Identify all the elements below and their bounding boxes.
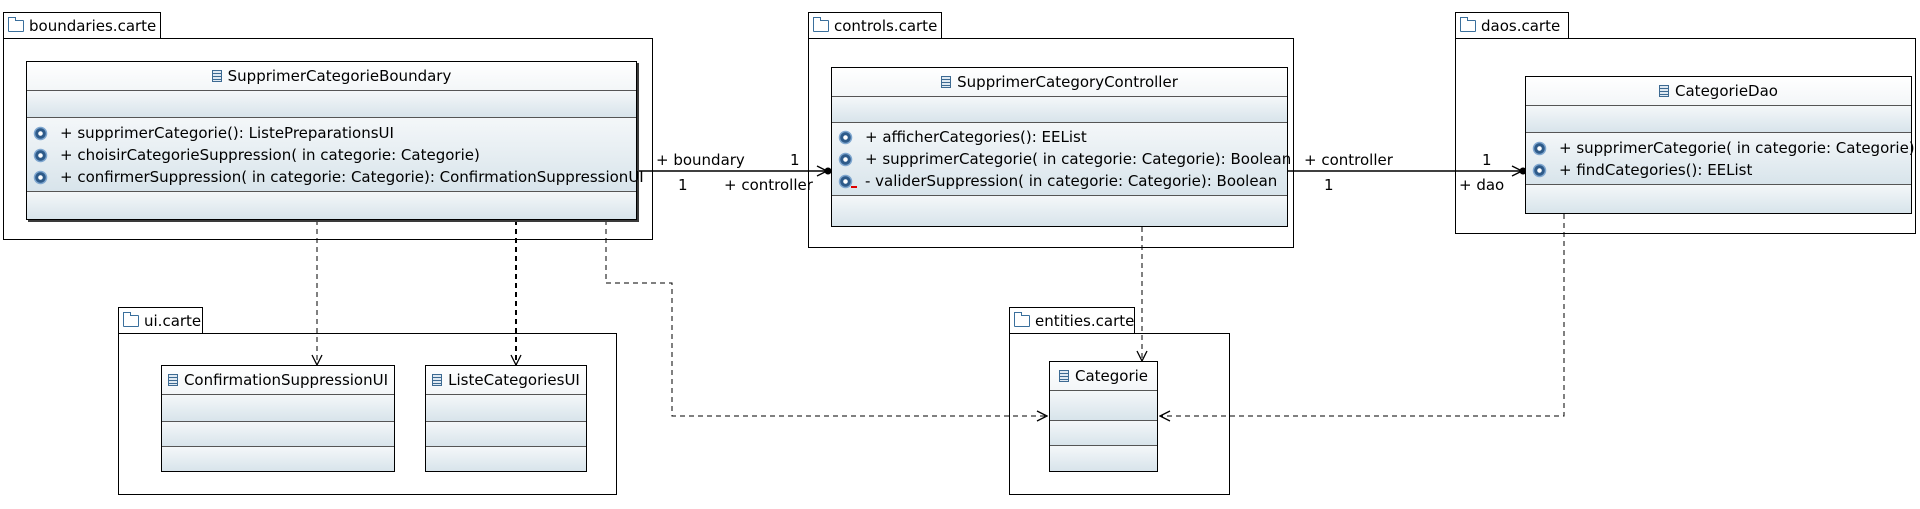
- package-tab-entities[interactable]: entities.carte: [1009, 307, 1135, 334]
- class-header: SupprimerCategoryController: [832, 68, 1287, 97]
- package-folder-icon: [1014, 312, 1030, 327]
- class-header: Categorie: [1050, 362, 1157, 391]
- operation[interactable]: + choisirCategorieSuppression( in catego…: [27, 144, 636, 166]
- public-operation-icon: [33, 147, 48, 163]
- operation[interactable]: + supprimerCategorie( in categorie: Cate…: [1526, 137, 1915, 159]
- package-tab-ui[interactable]: ui.carte: [118, 307, 203, 334]
- extra-compartment: [1050, 446, 1157, 471]
- operation[interactable]: + findCategories(): EEList: [1526, 159, 1911, 181]
- package-folder-icon: [8, 17, 24, 32]
- class-name: Categorie: [1074, 367, 1149, 385]
- operation[interactable]: + confirmerSuppression( in categorie: Ca…: [27, 166, 644, 188]
- operations-compartment: [426, 422, 586, 447]
- operations-compartment: + afficherCategories(): EEList + supprim…: [832, 123, 1291, 196]
- class-icon: [432, 374, 443, 386]
- extra-compartment: [27, 192, 636, 219]
- extra-compartment: [1526, 185, 1911, 213]
- package-folder-icon: [123, 312, 139, 327]
- operations-compartment: [162, 422, 394, 447]
- operation-signature: + afficherCategories(): EEList: [865, 128, 1087, 146]
- association-multiplicity-dao: 1: [1482, 151, 1492, 169]
- public-operation-icon: [33, 125, 48, 141]
- operation-signature: + choisirCategorieSuppression( in catego…: [60, 146, 480, 164]
- operations-compartment: + supprimerCategorie( in categorie: Cate…: [1526, 133, 1915, 185]
- class-confirmation-suppression-ui[interactable]: ConfirmationSuppressionUI: [161, 365, 395, 472]
- class-icon: [211, 70, 222, 82]
- package-tab-daos[interactable]: daos.carte: [1455, 12, 1569, 39]
- attributes-compartment: [832, 97, 1287, 123]
- class-supprimer-category-controller[interactable]: SupprimerCategoryController + afficherCa…: [831, 67, 1291, 227]
- operation-signature: + supprimerCategorie( in categorie: Cate…: [1559, 139, 1915, 157]
- association-role-controller: + controller: [724, 176, 813, 194]
- operation[interactable]: + supprimerCategorie( in categorie: Cate…: [832, 148, 1291, 170]
- operations-compartment: + supprimerCategorie(): ListePreparation…: [27, 118, 644, 192]
- package-tab-controls[interactable]: controls.carte: [808, 12, 942, 39]
- association-end-dot: [1519, 167, 1527, 175]
- association-role-dao: + dao: [1459, 176, 1505, 194]
- class-name: SupprimerCategoryController: [957, 73, 1178, 91]
- package-label-daos: daos.carte: [1481, 17, 1561, 35]
- class-name: CategorieDao: [1675, 82, 1778, 100]
- private-operation-icon: [838, 173, 857, 189]
- package-label-entities: entities.carte: [1035, 312, 1135, 330]
- operation-signature: + findCategories(): EEList: [1559, 161, 1753, 179]
- public-operation-icon: [1532, 140, 1547, 156]
- dependency-dao-categorie[interactable]: [1160, 214, 1565, 416]
- attributes-compartment: [426, 395, 586, 422]
- package-folder-icon: [813, 17, 829, 32]
- class-header: ConfirmationSuppressionUI: [162, 366, 394, 395]
- class-header: ListeCategoriesUI: [426, 366, 586, 395]
- association-multiplicity-controller: 1: [790, 151, 800, 169]
- operation-signature: + confirmerSuppression( in categorie: Ca…: [60, 168, 644, 186]
- operations-compartment: [1050, 421, 1157, 446]
- operation-signature: + supprimerCategorie(): ListePreparation…: [60, 124, 394, 142]
- class-icon: [1659, 85, 1670, 97]
- association-role-controller-2: + controller: [1304, 151, 1393, 169]
- package-folder-icon: [1460, 17, 1476, 32]
- extra-compartment: [832, 196, 1287, 226]
- class-icon: [1058, 370, 1069, 382]
- class-icon: [941, 76, 952, 88]
- operation[interactable]: + afficherCategories(): EEList: [832, 126, 1287, 148]
- class-icon: [167, 374, 178, 386]
- package-tab-boundaries[interactable]: boundaries.carte: [3, 12, 161, 39]
- class-categorie-dao[interactable]: CategorieDao + supprimerCategorie( in ca…: [1525, 76, 1915, 214]
- attributes-compartment: [27, 91, 636, 118]
- extra-compartment: [426, 447, 586, 471]
- public-operation-icon: [838, 129, 853, 145]
- dependency-boundary-categorie[interactable]: [605, 220, 1047, 416]
- class-liste-categories-ui[interactable]: ListeCategoriesUI: [425, 365, 587, 472]
- package-label-controls: controls.carte: [834, 17, 938, 35]
- class-header: SupprimerCategorieBoundary: [27, 62, 636, 91]
- class-name: SupprimerCategorieBoundary: [227, 67, 452, 85]
- class-name: ConfirmationSuppressionUI: [183, 371, 389, 389]
- attributes-compartment: [162, 395, 394, 422]
- association-multiplicity-controller-2: 1: [1324, 176, 1334, 194]
- class-name: ListeCategoriesUI: [448, 371, 580, 389]
- operation[interactable]: + supprimerCategorie(): ListePreparation…: [27, 122, 636, 144]
- class-categorie[interactable]: Categorie: [1049, 361, 1158, 472]
- association-end-dot: [824, 167, 832, 175]
- extra-compartment: [162, 447, 394, 471]
- package-label-ui: ui.carte: [144, 312, 202, 330]
- public-operation-icon: [33, 169, 48, 185]
- association-multiplicity-boundary: 1: [678, 176, 688, 194]
- package-label-boundaries: boundaries.carte: [29, 17, 157, 35]
- public-operation-icon: [838, 151, 853, 167]
- attributes-compartment: [1050, 391, 1157, 421]
- association-role-boundary: + boundary: [656, 151, 745, 169]
- operation[interactable]: - validerSuppression( in categorie: Cate…: [832, 170, 1287, 192]
- operation-signature: + supprimerCategorie( in categorie: Cate…: [865, 150, 1292, 168]
- class-header: CategorieDao: [1526, 77, 1911, 106]
- attributes-compartment: [1526, 106, 1911, 133]
- public-operation-icon: [1532, 162, 1547, 178]
- operation-signature: - validerSuppression( in categorie: Cate…: [865, 172, 1278, 190]
- class-supprimer-categorie-boundary[interactable]: SupprimerCategorieBoundary + supprimerCa…: [26, 61, 644, 220]
